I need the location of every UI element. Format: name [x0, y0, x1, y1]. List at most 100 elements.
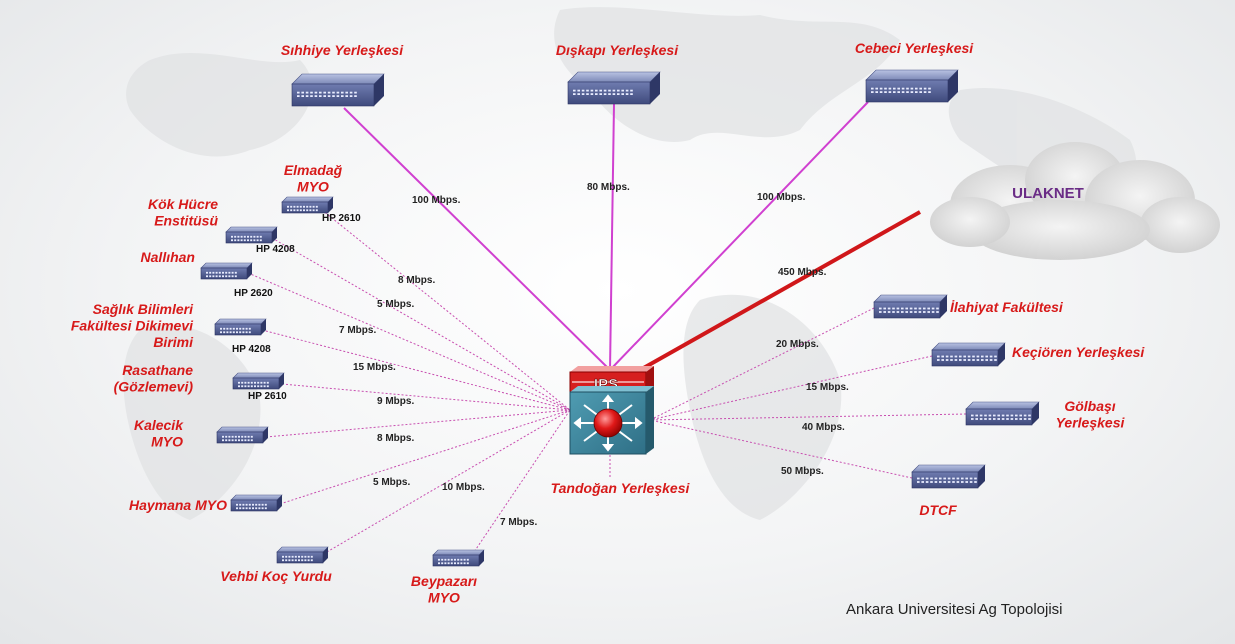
- ulaknet-uplink: [639, 210, 921, 372]
- ulaknet-cloud-icon: ULAKNET: [930, 142, 1220, 260]
- dtcf-switch-icon[interactable]: [911, 464, 986, 489]
- saglik-switch-icon[interactable]: [214, 318, 267, 336]
- nallihan-switch-icon[interactable]: [200, 262, 253, 280]
- ulaknet-speed-label: 450 Mbps.: [778, 267, 827, 278]
- diskapi-label-line: Dışkapı Yerleşkesi: [556, 42, 679, 58]
- cebeci-link: [609, 101, 869, 371]
- dtcf-speed-label: 50 Mbps.: [781, 466, 824, 477]
- rasathane-model-label: HP 2610: [248, 391, 287, 402]
- kalecik-link: [265, 409, 571, 438]
- sihhiye-speed-label: 100 Mbps.: [412, 195, 461, 206]
- sihhiye-label-line: Sıhhiye Yerleşkesi: [281, 42, 404, 58]
- sihhiye-switch-icon[interactable]: [291, 73, 385, 107]
- kok-hucre-model-label: HP 4208: [256, 244, 295, 255]
- vehbi-koc-label: Vehbi Koç Yurdu: [220, 568, 332, 584]
- ilahiyat-label-line: İlahiyat Fakültesi: [950, 299, 1064, 315]
- kok-hucre-speed-label: 5 Mbps.: [377, 299, 414, 310]
- haymana-link: [279, 409, 571, 505]
- kalecik-label-line: Kalecik: [134, 417, 184, 433]
- saglik-label-line: Birimi: [153, 334, 194, 350]
- kok-hucre-link: [271, 237, 571, 411]
- kok-hucre-switch-icon[interactable]: [225, 226, 278, 244]
- nallihan-speed-label: 7 Mbps.: [339, 325, 376, 336]
- rasathane-link: [281, 383, 571, 411]
- ilahiyat-switch-icon[interactable]: [873, 294, 948, 319]
- vehbi-koc-link: [319, 409, 571, 557]
- golbasi-label-line: Gölbaşı: [1064, 398, 1115, 414]
- kecioren-label: Keçiören Yerleşkesi: [1012, 344, 1145, 360]
- dtcf-link: [649, 419, 913, 479]
- network-links: [247, 101, 967, 559]
- nallihan-label-line: Nallıhan: [141, 249, 195, 265]
- ilahiyat-link: [649, 307, 875, 421]
- vehbi-koc-speed-label: 10 Mbps.: [442, 482, 485, 493]
- haymana-label: Haymana MYO: [129, 497, 227, 513]
- ilahiyat-speed-label: 20 Mbps.: [776, 339, 819, 350]
- vehbi-koc-switch-icon[interactable]: [276, 546, 329, 564]
- kalecik-switch-icon[interactable]: [216, 426, 269, 444]
- core-router-ball-icon: [593, 408, 623, 438]
- nallihan-model-label: HP 2620: [234, 288, 273, 299]
- diskapi-switch-icon[interactable]: [567, 71, 661, 105]
- rasathane-label-line: (Gözlemevi): [114, 379, 194, 395]
- elmadag-model-label: HP 2610: [322, 213, 361, 224]
- beypazari-speed-label: 7 Mbps.: [500, 517, 537, 528]
- cebeci-switch-icon[interactable]: [865, 69, 959, 103]
- beypazari-link: [469, 409, 571, 559]
- haymana-speed-label: 5 Mbps.: [373, 477, 410, 488]
- elmadag-switch-icon[interactable]: [281, 196, 334, 214]
- diskapi-link: [609, 103, 615, 371]
- ilahiyat-label: İlahiyat Fakültesi: [950, 299, 1064, 315]
- kalecik-label-line: MYO: [151, 434, 183, 450]
- rasathane-switch-icon[interactable]: [232, 372, 285, 390]
- haymana-switch-icon[interactable]: [230, 494, 283, 512]
- nallihan-link: [247, 272, 571, 411]
- nallihan-label: Nallıhan: [141, 249, 195, 265]
- ulaknet-label: ULAKNET: [1012, 185, 1084, 202]
- kecioren-speed-label: 15 Mbps.: [806, 382, 849, 393]
- cebeci-speed-label: 100 Mbps.: [757, 192, 806, 203]
- saglik-link: [261, 329, 571, 411]
- core-switch[interactable]: IPS: [569, 366, 654, 455]
- golbasi-link: [649, 413, 967, 421]
- rasathane-label: Rasathane(Gözlemevi): [114, 362, 194, 395]
- diskapi-label: Dışkapı Yerleşkesi: [556, 42, 679, 58]
- network-labels: Sıhhiye Yerleşkesi 100 Mbps. Dışkapı Yerle…: [71, 40, 1146, 606]
- elmadag-speed-label: 8 Mbps.: [398, 275, 435, 286]
- elmadag-link: [321, 209, 571, 411]
- golbasi-switch-icon[interactable]: [965, 401, 1040, 426]
- vehbi-koc-label-line: Vehbi Koç Yurdu: [220, 568, 332, 584]
- haymana-label-line: Haymana MYO: [129, 497, 227, 513]
- golbasi-label-line: Yerleşkesi: [1056, 415, 1126, 431]
- golbasi-speed-label: 40 Mbps.: [802, 422, 845, 433]
- beypazari-label-line: MYO: [428, 590, 460, 606]
- cebeci-label-line: Cebeci Yerleşkesi: [855, 40, 974, 56]
- sihhiye-label: Sıhhiye Yerleşkesi: [281, 42, 404, 58]
- saglik-label-line: Sağlık Bilimleri: [93, 301, 194, 317]
- rasathane-speed-label: 9 Mbps.: [377, 396, 414, 407]
- tandogan-label-line: Tandoğan Yerleşkesi: [551, 480, 691, 496]
- rasathane-label-line: Rasathane: [122, 362, 193, 378]
- elmadag-label-line: Elmadağ: [284, 162, 343, 178]
- diskapi-speed-label: 80 Mbps.: [587, 182, 630, 193]
- network-devices: [200, 69, 1040, 567]
- saglik-label-line: Fakültesi Dikimevi: [71, 318, 194, 334]
- kecioren-switch-icon[interactable]: [931, 342, 1006, 367]
- kok-hucre-label-line: Kök Hücre: [148, 196, 218, 212]
- cebeci-label: Cebeci Yerleşkesi: [855, 40, 974, 56]
- kecioren-link: [649, 355, 933, 421]
- saglik-model-label: HP 4208: [232, 344, 271, 355]
- beypazari-switch-icon[interactable]: [432, 549, 485, 567]
- beypazari-label-line: Beypazarı: [411, 573, 477, 589]
- saglik-speed-label: 15 Mbps.: [353, 362, 396, 373]
- kalecik-speed-label: 8 Mbps.: [377, 433, 414, 444]
- kok-hucre-label-line: Enstitüsü: [154, 213, 218, 229]
- diagram-caption: Ankara Universitesi Ag Topolojisi: [846, 601, 1063, 618]
